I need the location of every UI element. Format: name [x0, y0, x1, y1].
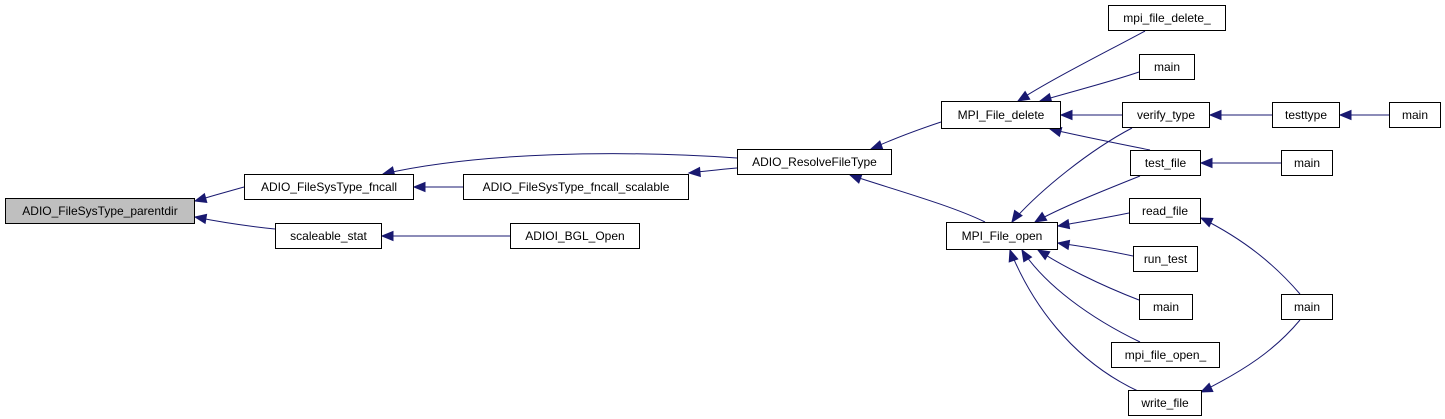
node-read-file[interactable]: read_file: [1129, 198, 1201, 224]
edge-scaleablestat-to-parentdir-arrowhead: [193, 213, 208, 225]
edge-testfile-to-filedelete: [1048, 126, 1151, 151]
edge-testfile-to-fileopen: [1033, 175, 1141, 223]
edge-mpifileopen-to-fileopen: [1021, 248, 1141, 343]
edge-verifytype-to-fileopen: [1011, 127, 1133, 224]
node-mpi-file-open-fortran[interactable]: mpi_file_open_: [1111, 342, 1220, 368]
edge-runtest-to-fileopen: [1056, 239, 1134, 257]
edge-bglopen-to-scaleablestat: [380, 230, 510, 242]
node-testtype[interactable]: testtype: [1272, 102, 1340, 128]
node-mpi-file-open[interactable]: MPI_File_open: [946, 222, 1058, 250]
node-test-file[interactable]: test_file: [1130, 150, 1201, 176]
edge-fncall-to-parentdir-arrowhead: [193, 192, 208, 204]
edge-maine-to-writefile-arrowhead: [1199, 382, 1214, 393]
node-main-c[interactable]: main: [1281, 150, 1333, 176]
edge-maind-to-fileopen: [1036, 249, 1140, 301]
edge-maine-to-readfile: [1199, 217, 1301, 295]
edge-maind-to-fileopen-arrowhead: [1036, 249, 1051, 261]
node-verify-type[interactable]: verify_type: [1122, 102, 1210, 128]
edge-writefile-to-fileopen: [1008, 248, 1141, 393]
edge-filedelete-to-resolve: [869, 121, 942, 150]
edge-verifytype-to-filedelete-arrowhead: [1059, 109, 1073, 121]
edge-readfile-to-fileopen-arrowhead: [1056, 218, 1071, 230]
edge-mainc-to-testfile-arrowhead: [1199, 157, 1213, 169]
edge-testtype-to-verifytype-arrowhead: [1208, 109, 1222, 121]
node-adio-resolvefiletype[interactable]: ADIO_ResolveFileType: [737, 149, 892, 175]
edge-mainb-to-testtype-arrowhead: [1338, 109, 1352, 121]
edge-fncallscalable-to-fncall-arrowhead: [412, 181, 426, 193]
node-main-d[interactable]: main: [1139, 294, 1193, 320]
edge-scaleablestat-to-parentdir: [193, 213, 276, 230]
edge-bglopen-to-scaleablestat-arrowhead: [380, 230, 394, 242]
node-scaleable-stat[interactable]: scaleable_stat: [275, 223, 382, 249]
node-main-b[interactable]: main: [1389, 102, 1441, 128]
edge-mainb-to-testtype: [1338, 109, 1389, 121]
node-adio-filesystype-fncall[interactable]: ADIO_FileSysType_fncall: [244, 174, 414, 200]
node-adio-filesystype-parentdir: ADIO_FileSysType_parentdir: [5, 198, 195, 224]
node-main-e[interactable]: main: [1281, 294, 1333, 320]
edge-fileopen-to-resolve-arrowhead: [848, 174, 863, 184]
edge-mainc-to-testfile: [1199, 157, 1281, 169]
node-write-file[interactable]: write_file: [1128, 390, 1202, 416]
edge-runtest-to-fileopen-arrowhead: [1056, 239, 1071, 251]
edge-verifytype-to-fileopen-arrowhead: [1011, 209, 1023, 224]
edge-mpifiledelete-to-filedelete: [1016, 30, 1146, 102]
node-adioi-bgl-open[interactable]: ADIOI_BGL_Open: [510, 223, 640, 249]
edge-maine-to-writefile: [1199, 319, 1301, 393]
edge-fncallscalable-to-fncall: [412, 181, 463, 193]
edge-testtype-to-verifytype: [1208, 109, 1272, 121]
edge-maina-to-filedelete: [1038, 71, 1140, 104]
edge-writefile-to-fileopen-arrowhead: [1008, 248, 1019, 263]
edge-resolve-to-fncall: [381, 153, 738, 177]
edge-fileopen-to-resolve: [848, 174, 986, 223]
edge-mpifileopen-to-fileopen-arrowhead: [1021, 248, 1033, 263]
edge-readfile-to-fileopen: [1056, 212, 1130, 230]
edge-testfile-to-fileopen-arrowhead: [1033, 211, 1048, 223]
node-mpi-file-delete[interactable]: MPI_File_delete: [941, 101, 1061, 129]
node-mpi-file-delete-fortran[interactable]: mpi_file_delete_: [1108, 5, 1226, 31]
node-main-a[interactable]: main: [1139, 54, 1195, 80]
node-run-test[interactable]: run_test: [1133, 246, 1198, 272]
node-adio-filesystype-fncall-scalable[interactable]: ADIO_FileSysType_fncall_scalable: [463, 174, 689, 200]
edge-verifytype-to-filedelete: [1059, 109, 1122, 121]
edge-resolve-to-fncallscalable: [687, 166, 738, 178]
edge-resolve-to-fncallscalable-arrowhead: [687, 166, 701, 178]
edge-maine-to-readfile-arrowhead: [1199, 217, 1214, 228]
edge-mpifiledelete-to-filedelete-arrowhead: [1016, 90, 1031, 102]
edge-fncall-to-parentdir: [193, 186, 245, 204]
